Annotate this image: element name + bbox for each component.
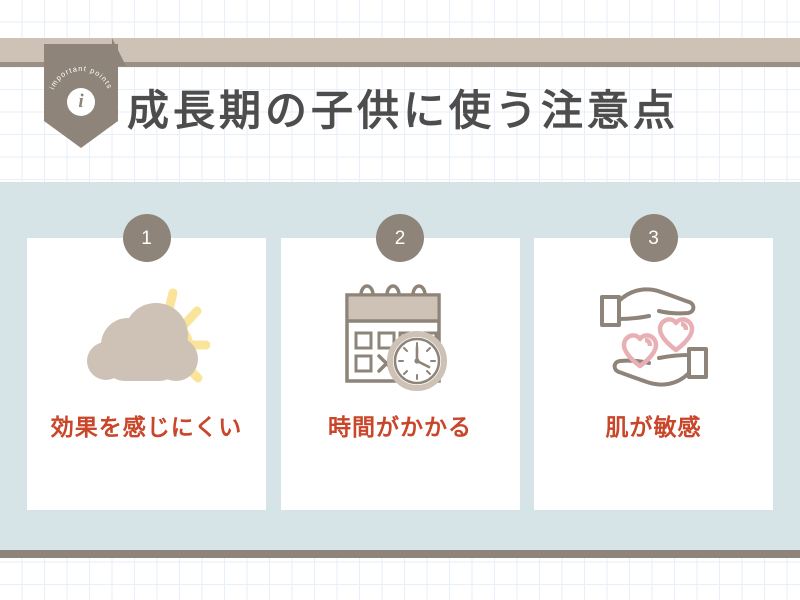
header-band-shadow bbox=[0, 62, 800, 67]
card-list: 1 bbox=[27, 214, 773, 510]
card-label: 効果を感じにくい bbox=[50, 414, 243, 440]
card-number-badge: 2 bbox=[376, 214, 424, 262]
panel-footer-bar bbox=[0, 550, 800, 558]
card-item[interactable]: 3 bbox=[534, 214, 773, 510]
card-label: 肌が敏感 bbox=[605, 414, 702, 440]
card-item[interactable]: 2 bbox=[280, 214, 520, 510]
cloud-sun-icon bbox=[82, 280, 212, 398]
header-band bbox=[0, 38, 800, 66]
card-number-badge: 3 bbox=[629, 214, 678, 262]
card-label: 時間がかかる bbox=[328, 414, 472, 440]
page-title: 成長期の子供に使う注意点 bbox=[127, 86, 680, 134]
card-item[interactable]: 1 bbox=[27, 214, 266, 510]
info-icon-glyph: i bbox=[78, 91, 84, 112]
card-number-badge: 1 bbox=[122, 214, 171, 262]
calendar-clock-icon bbox=[335, 280, 465, 398]
hands-hearts-icon bbox=[589, 280, 719, 398]
info-icon: i bbox=[67, 88, 95, 116]
